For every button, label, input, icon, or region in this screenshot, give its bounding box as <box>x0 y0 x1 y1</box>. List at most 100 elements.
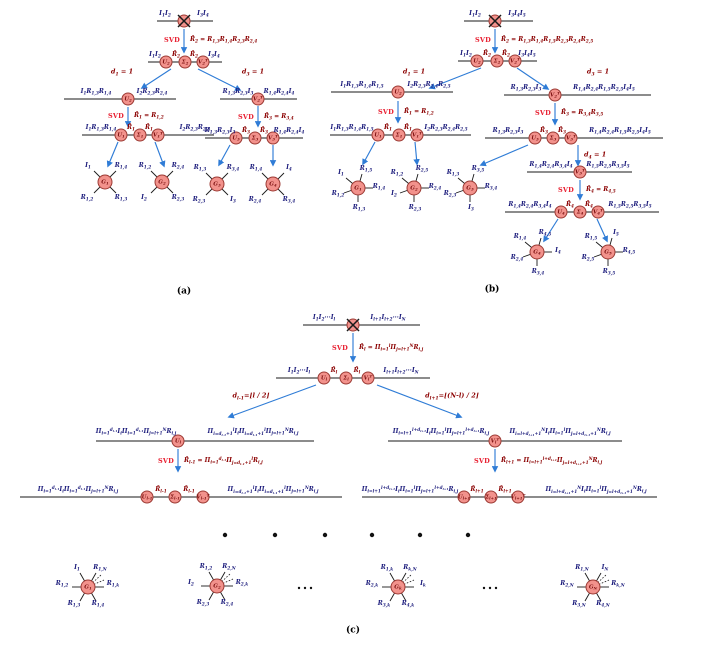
leg-label: Il+1Il+2···IN <box>383 367 419 376</box>
formula-label: R̄l+1 <box>470 486 484 495</box>
leg-label: I1I2 <box>159 10 171 19</box>
svd-tensor-node <box>490 54 504 68</box>
core-tensor-label: G2 <box>213 582 221 590</box>
tensor-leg-label: R1,3 <box>352 204 366 213</box>
core-tensor-label: GN <box>588 583 598 591</box>
svd-node-label: Vl+1T <box>510 491 526 501</box>
svd-node-label: V4T <box>593 206 603 216</box>
svd-node-label: U2 <box>124 95 132 103</box>
tensor-leg-label: Rk,N <box>611 580 625 589</box>
rank-label: d1 = 1 <box>402 67 426 78</box>
tensor-leg-label: R1,2 <box>80 194 94 203</box>
core-tensor-label: G2 <box>158 178 166 186</box>
tensor-leg-label: R4,5 <box>622 247 636 256</box>
svd-tensor-node <box>361 371 375 385</box>
formula-label: R̄l-1 = Πi=1dl-1Πj=dl-1+1lRi,j <box>184 456 263 466</box>
caption-a: (a) <box>176 286 192 297</box>
svd-tensor-node <box>546 131 560 145</box>
leg-label: Πi=dl-1+1lIiΠi=dl-1+1lΠj=l+1NRi,j <box>207 427 299 437</box>
svd-node-label: U1 <box>374 131 382 139</box>
leg-label: I3I4I5 <box>518 50 536 59</box>
tensor-leg-label: R1,5 <box>584 233 598 242</box>
svd-node-label: Σ4 <box>576 208 584 216</box>
formula-label: R̄4 <box>584 201 594 210</box>
svd-tensor-node <box>564 131 578 145</box>
leg-label: I1R1,3R1,4R1,5 <box>330 124 374 133</box>
formula-label: R̄l+1 = Πi=l+1l+dl+1Πj=l+dl+1+1NRi,j <box>501 456 603 466</box>
formula-label: R̄1 = R1,2 <box>134 112 164 121</box>
tensor-leg-label: I2 <box>391 190 397 199</box>
svd-tensor-node <box>528 131 542 145</box>
svd-tensor-node <box>470 54 484 68</box>
formula-label: R̄3 = R3,4 <box>264 113 294 122</box>
svd-tensor-node <box>488 434 502 448</box>
tensor-leg-label: R1,3 <box>114 194 128 203</box>
leg-label: R1,5R2,5R3,5I5 <box>608 201 652 210</box>
rank-label: d4 = 1 <box>584 150 607 161</box>
svd-tensor-node <box>410 128 424 142</box>
core-tensor-label: G1 <box>354 184 362 192</box>
svd-label: SVD <box>535 108 551 117</box>
ellipsis-dot <box>309 586 313 590</box>
svd-node-label: Σ3 <box>251 134 259 142</box>
tensor-leg-label: R3,N <box>572 600 586 609</box>
tensor-leg-label: R1,2 <box>331 190 345 199</box>
svd-node-label: V2T <box>198 56 208 66</box>
flow-arrow <box>413 141 420 166</box>
svd-node-label: Σ2 <box>181 58 189 66</box>
formula-label: R̄1 <box>403 124 413 133</box>
core-tensor-label: G2 <box>410 184 418 192</box>
svd-node-label: Σ1 <box>136 131 144 139</box>
svd-node-label: VlT <box>490 435 500 445</box>
leg-label: I3I4 <box>208 51 220 60</box>
leg-label: I2R2,3R2,4R2,5 <box>407 81 451 90</box>
svd-label: SVD <box>332 343 348 352</box>
leg-label: R1,3R2,3I3 <box>510 84 542 93</box>
tensor-leg-label: R2,3 <box>408 204 422 213</box>
svd-node-label: Ul-1 <box>141 493 153 501</box>
tensor-leg-label: R1,5 <box>359 165 373 174</box>
tensor-leg-label: R1,4 <box>249 164 263 173</box>
formula-label: R̄1 <box>383 124 393 133</box>
svd-node-label: U4 <box>557 208 565 216</box>
svd-tensor-node <box>339 371 353 385</box>
tensor-leg-label: R1,2 <box>390 169 404 178</box>
separator-dot <box>272 532 278 538</box>
svd-node-label: Σ3 <box>549 134 557 142</box>
tensor-leg-label: I3 <box>468 204 474 213</box>
tensor-leg-label: R1,k <box>380 564 394 573</box>
tensor-leg-label: I1 <box>85 162 91 171</box>
tensor-leg-label: I2 <box>188 579 194 588</box>
leg-label: I1R1,3R1,4R1,5 <box>340 81 384 90</box>
svd-node-label: V3T <box>575 166 585 176</box>
leg-label: R1,3R2,3I3 <box>204 127 236 136</box>
tensor-leg-label: R2,3 <box>196 599 210 608</box>
svd-tensor-node <box>573 205 587 219</box>
x-cross-icon <box>346 318 360 332</box>
tensor-leg-label: Rk,N <box>403 564 417 573</box>
tensor-leg-label: R2,k <box>365 580 379 589</box>
tensor-leg-label: R1,2 <box>55 580 69 589</box>
leg-label: R1,4R2,4R1,5R2,5I4I5 <box>573 84 635 93</box>
tensor-leg-label: IN <box>601 564 609 573</box>
formula-label: R̄2 <box>501 50 511 59</box>
core-tensor-node <box>462 180 478 196</box>
core-tensor-label: G4 <box>533 248 541 256</box>
leg-label: Il+1Il+2···IN <box>370 314 406 323</box>
separator-dot <box>322 532 328 538</box>
leg-label: I1I2 <box>460 50 472 59</box>
caption-c: (c) <box>346 625 360 636</box>
leg-label: Πi=l+dl+1+1NIiΠi=1lΠj=l+dl+1+1NRi,j <box>545 485 647 495</box>
formula-label: R̄2 <box>189 51 199 60</box>
svd-tensor-node <box>548 88 562 102</box>
svd-node-label: Σl+1 <box>485 493 497 501</box>
formula-label: R̄l+1 <box>498 486 512 495</box>
leg-label: R1,4R2,4R1,5R2,5I4I5 <box>589 127 651 136</box>
leg-label: I1R1,3R1,4 <box>80 88 112 97</box>
core-tensor-node <box>154 174 170 190</box>
flow-arrow <box>479 144 529 167</box>
svd-node-label: Vl-1T <box>196 491 210 501</box>
flow-arrow <box>516 67 550 90</box>
